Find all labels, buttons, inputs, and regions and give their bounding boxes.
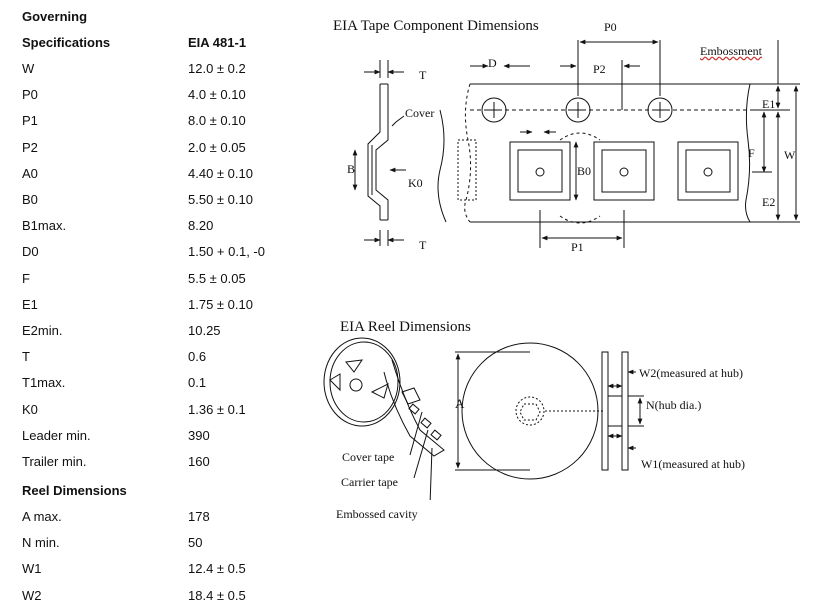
spec-value: 12.4 ± 0.5 (188, 561, 246, 577)
spec-key: A0 (22, 165, 38, 181)
spec-key: D0 (22, 244, 39, 260)
spec-key: A max. (22, 509, 62, 524)
spec-key: P0 (22, 87, 38, 103)
spec-key: P1 (22, 113, 38, 129)
label-b0: B0 (577, 164, 592, 178)
label-e2: E2 (762, 195, 776, 209)
spec-value: 160 (188, 454, 210, 469)
label-t-top: T (419, 68, 427, 82)
reel-diagram-title: EIA Reel Dimensions (340, 319, 471, 335)
label-w1: W1(measured at hub) (641, 457, 745, 471)
spec-key: N min. (22, 535, 60, 551)
spec-key: T (22, 349, 30, 365)
label-f: F (748, 146, 755, 160)
label-carrier-tape: Carrier tape (341, 475, 398, 489)
spec-value: 1.36 ± 0.1 (188, 401, 246, 417)
label-w2: W2(measured at hub) (639, 366, 743, 380)
spec-key: W1 (22, 561, 42, 577)
label-b: B (347, 162, 356, 176)
spec-value: 5.50 ± 0.10 (188, 192, 253, 207)
label-k0: K0 (408, 176, 423, 190)
tape-diagram (352, 39, 800, 248)
spec-value: 10.25 (188, 323, 221, 338)
spec-key: B1max. (22, 218, 67, 234)
label-p1: P1 (571, 240, 584, 254)
spec-value: 4.40 ± 0.10 (188, 165, 253, 181)
label-p0: P0 (604, 20, 617, 34)
label-p2: P2 (593, 62, 606, 76)
spec-value: 8.20 (188, 218, 214, 234)
spec-value: 4.0 ± 0.10 (188, 87, 246, 103)
spec-value: 18.4 ± 0.5 (188, 587, 246, 603)
spec-value: 5.5 ± 0.05 (188, 270, 246, 286)
spec-key: Leader min. (22, 427, 91, 443)
spec-value: 0.1 (188, 375, 207, 391)
label-n: N(hub dia.) (646, 398, 702, 412)
label-e1: E1 (762, 97, 776, 111)
spec-key: E1 (22, 296, 38, 312)
spec-value: 2.0 ± 0.05 (188, 139, 246, 155)
spec-value: 8.0 ± 0.10 (188, 113, 246, 129)
spec-key: P2 (22, 139, 38, 155)
spec-value: 1.50 + 0.1, -0 (188, 244, 265, 260)
reel-diagram (323, 337, 644, 500)
label-embossed-cavity: Embossed cavity (336, 507, 418, 521)
spec-value: 12.0 ± 0.2 (188, 61, 246, 76)
label-cover-tape: Cover tape (342, 450, 395, 464)
label-w: W (784, 148, 796, 162)
tape-diagram-title: EIA Tape Component Dimensions (333, 18, 539, 34)
spec-key: W (22, 61, 35, 76)
sprocket-holes (481, 97, 673, 123)
label-embossment: Embossment (700, 44, 762, 58)
tape-side-profile (352, 60, 406, 246)
spec-key: W2 (22, 587, 42, 603)
spec-value: 1.75 ± 0.10 (188, 296, 253, 312)
spec-value: 390 (188, 427, 210, 443)
spec-key: K0 (22, 401, 38, 417)
dimension-lines (470, 39, 800, 248)
reel-dimensions-header: Reel Dimensions (22, 483, 127, 498)
spec-key: Trailer min. (22, 454, 87, 469)
spec-value: 50 (188, 535, 203, 551)
table-header-eia: EIA 481-1 (188, 35, 247, 50)
label-cover: Cover (405, 106, 435, 120)
pockets (509, 132, 739, 224)
tape-body (437, 83, 751, 223)
table-header-specifications: Specifications (22, 35, 111, 50)
label-a: A (455, 396, 465, 411)
spec-value: 0.6 (188, 349, 207, 365)
spec-key: E2min. (22, 323, 63, 338)
spec-key: T1max. (22, 375, 66, 391)
spec-key: B0 (22, 192, 38, 207)
table-header-governing: Governing (22, 9, 88, 24)
spec-value: 178 (188, 509, 210, 524)
spec-key: F (22, 270, 30, 286)
label-t-bottom: T (419, 238, 427, 252)
label-d: D (488, 56, 497, 70)
